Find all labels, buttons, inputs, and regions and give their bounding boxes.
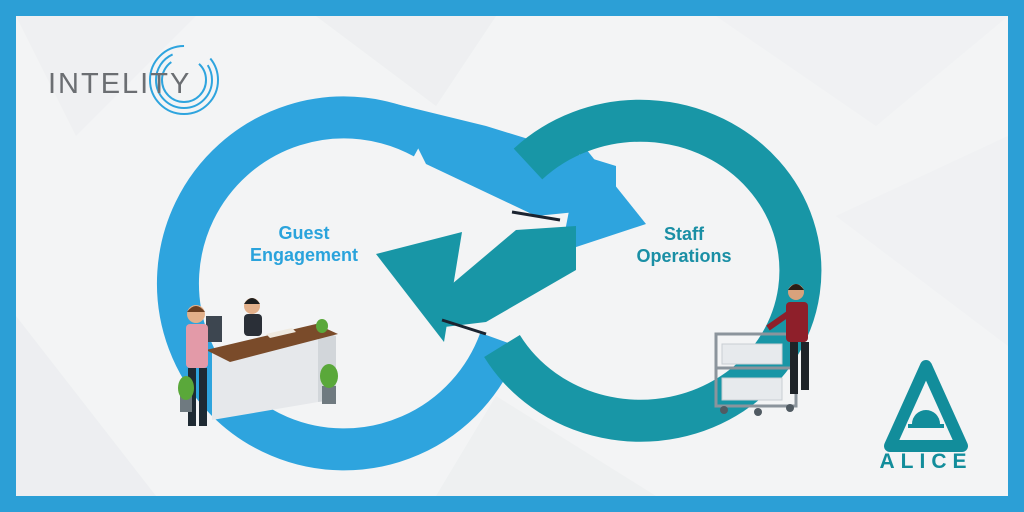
staff-operations-line1: Staff xyxy=(664,224,704,244)
staff-operations-line2: Operations xyxy=(636,246,732,266)
crossing-shadow-bottom xyxy=(441,318,487,336)
diagram-canvas: Guest Engagement Staff Operations INTELI… xyxy=(16,16,1008,496)
background-pattern xyxy=(16,16,1008,496)
guest-engagement-line1: Guest xyxy=(278,223,330,243)
crossing-shadow-top xyxy=(511,210,561,222)
intelity-ring-icon xyxy=(149,45,219,115)
infinity-diagram xyxy=(16,16,1008,496)
alice-logo: ALICE xyxy=(879,450,973,473)
teal-crossing-band xyxy=(436,226,576,328)
guest-engagement-label: Guest Engagement xyxy=(234,222,374,266)
blue-crossing-band xyxy=(396,104,616,216)
front-desk-illustration xyxy=(178,298,338,426)
intelity-logo: INTELITY xyxy=(48,68,192,100)
blue-arrow-head xyxy=(561,144,646,252)
staff-operations-label: Staff Operations xyxy=(614,223,754,267)
teal-arrow-head xyxy=(376,232,462,342)
guest-engagement-line2: Engagement xyxy=(249,245,359,265)
alice-bell-logo-icon xyxy=(884,360,968,452)
staff-cart-illustration xyxy=(714,284,809,416)
